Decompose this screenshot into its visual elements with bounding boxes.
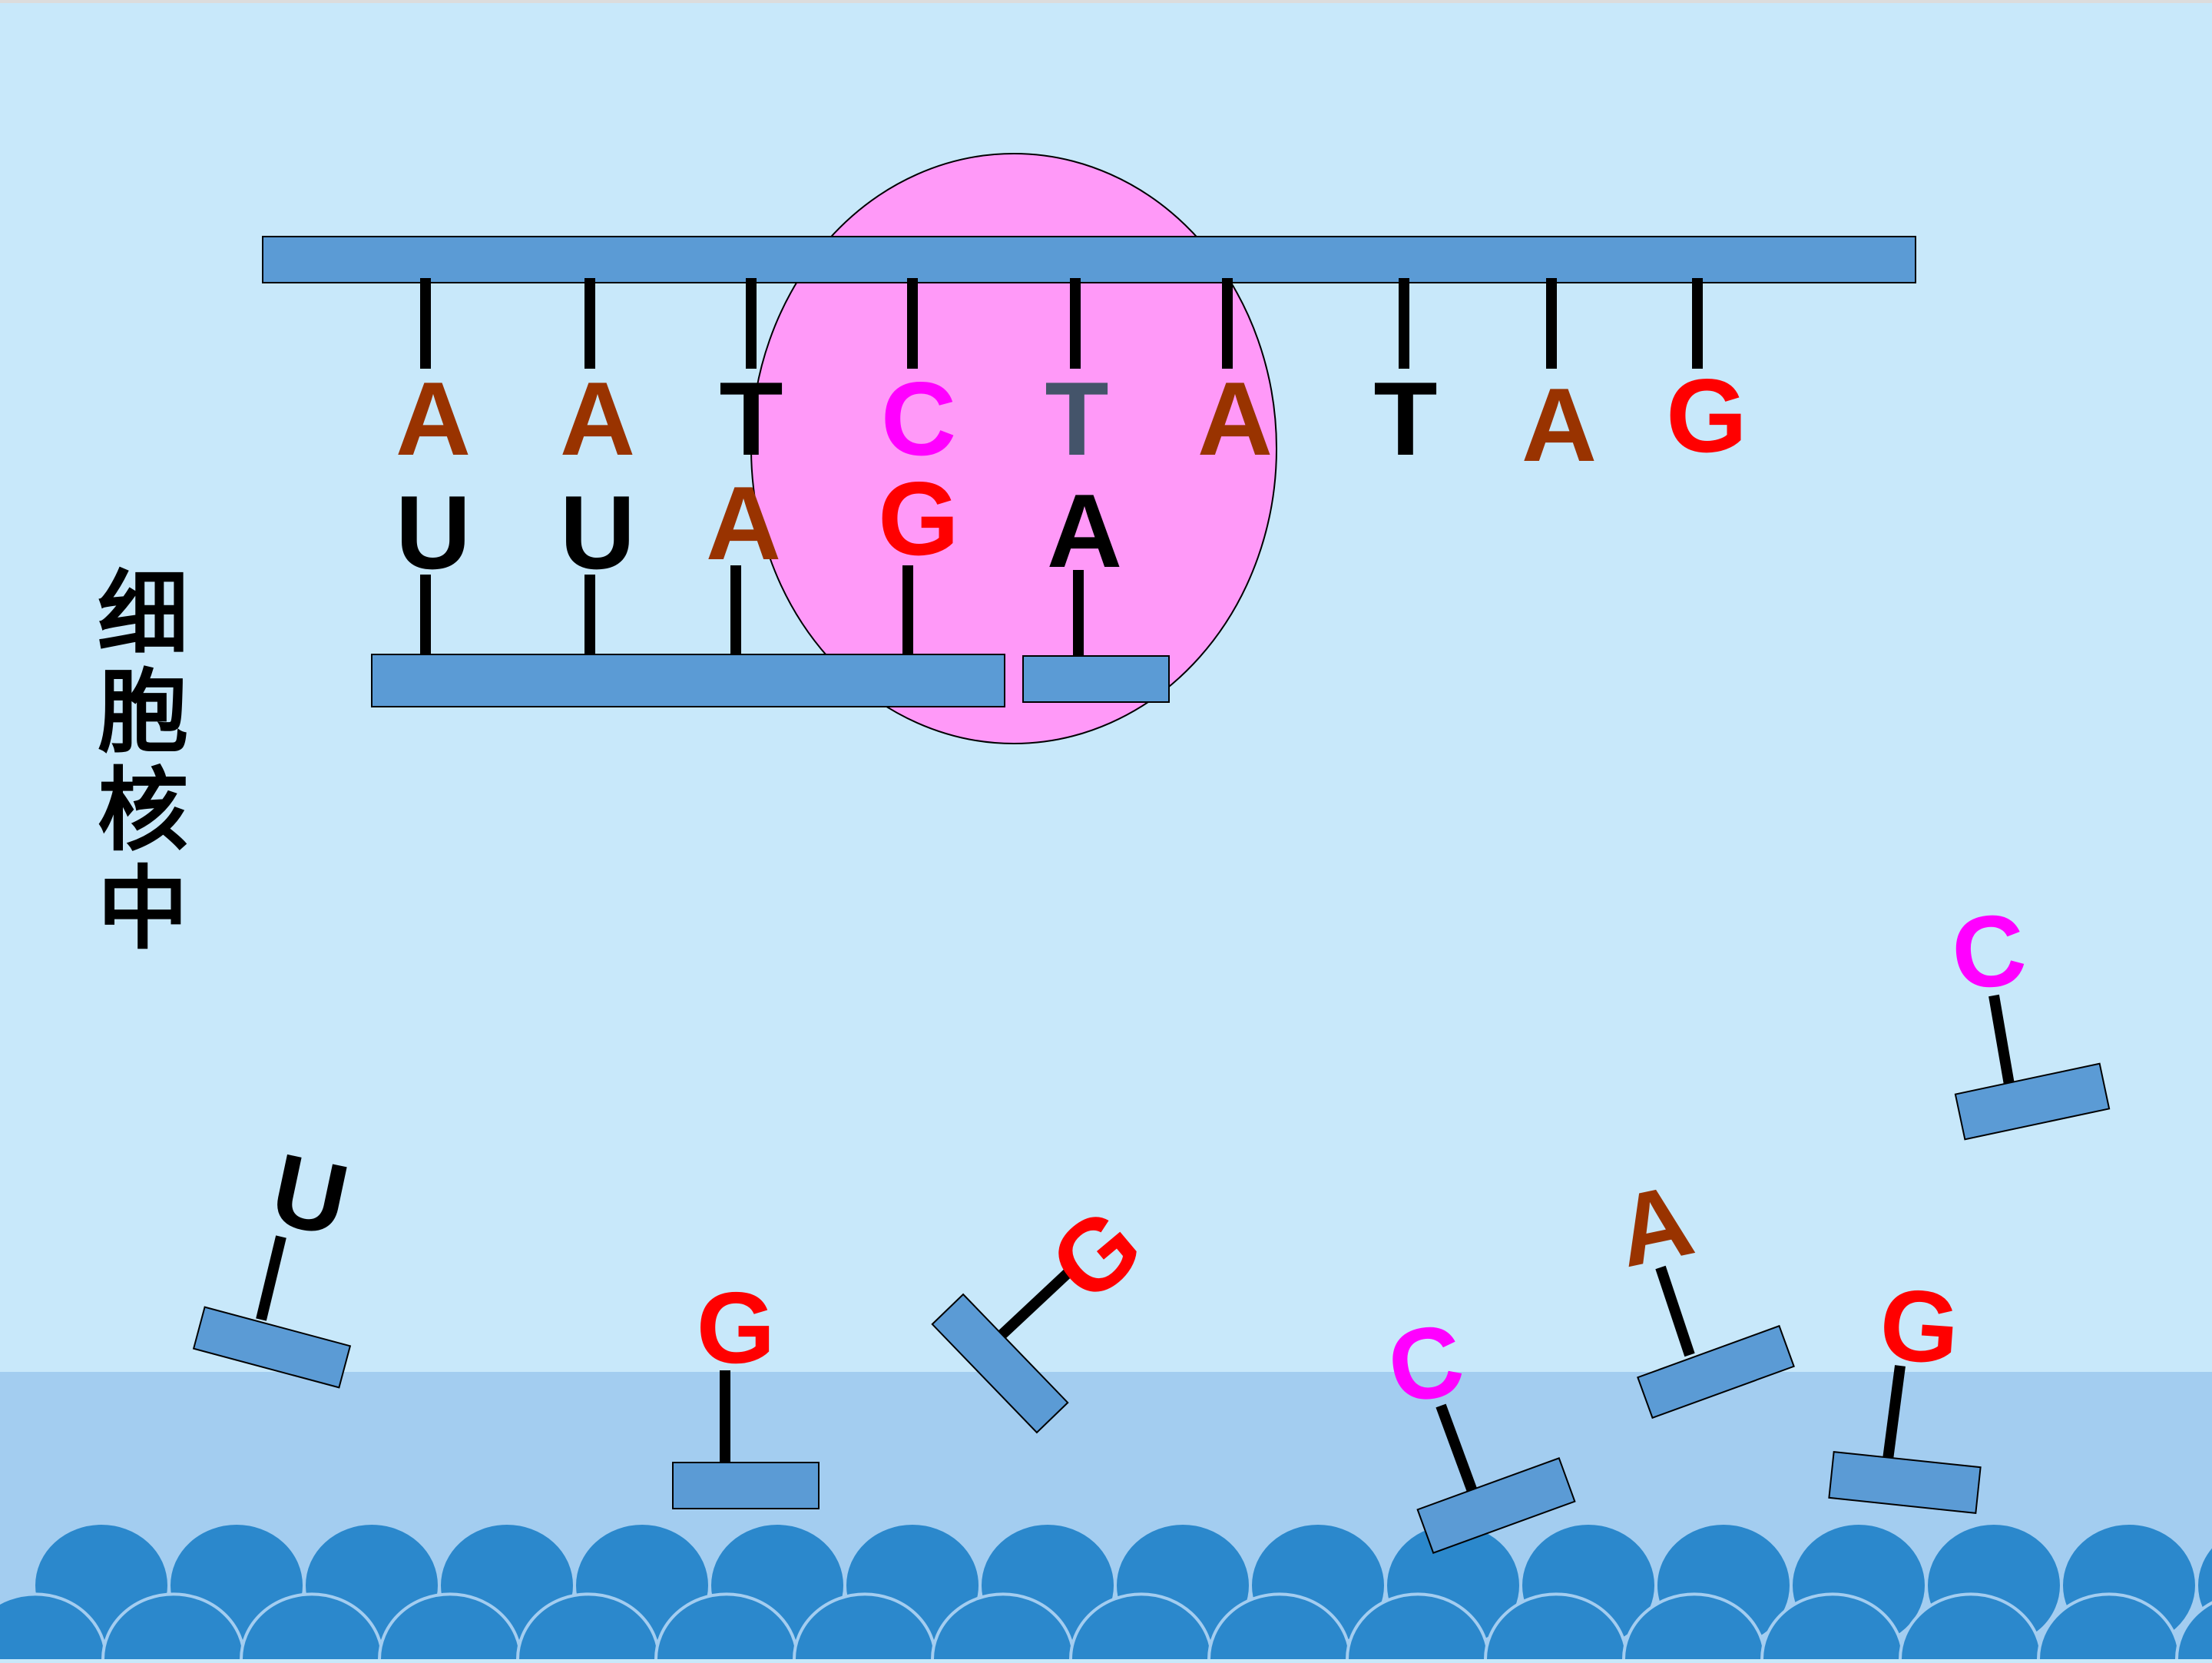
dna-strand-backbone: [262, 236, 1916, 283]
free-nucleotide-stick: [256, 1235, 286, 1321]
template-base: A: [396, 360, 471, 477]
free-nucleotide-backbone: [192, 1306, 352, 1389]
free-nucleotide-stick: [998, 1263, 1078, 1340]
template-base: T: [1045, 360, 1108, 477]
template-sticks: [420, 278, 1703, 369]
rna-base: A: [1047, 472, 1122, 589]
free-nucleotide-backbone: [1828, 1451, 1982, 1514]
free-nucleotide-stick: [1988, 994, 2015, 1086]
free-nucleotide-g-right: G: [1828, 1267, 1982, 1514]
rna-base: U: [560, 474, 635, 591]
free-nucleotide-base: G: [1876, 1267, 1963, 1386]
free-nucleotide-stick: [1655, 1265, 1695, 1357]
free-nucleotide-backbone: [672, 1462, 820, 1509]
free-nucleotide-g: G: [672, 1271, 820, 1509]
free-nucleotide-backbone: [931, 1293, 1069, 1434]
location-label: 细胞核中: [98, 560, 188, 962]
rna-bases: U U A G A: [396, 460, 1122, 591]
template-base: T: [1373, 360, 1437, 477]
template-base: C: [881, 360, 956, 477]
nucleus-ellipse: [750, 153, 1277, 744]
scale-pattern: [0, 1522, 2212, 1663]
free-nucleotide-backbone: [1954, 1062, 2111, 1141]
location-label-text: 细胞核中: [98, 560, 188, 962]
top-border: [0, 0, 2212, 3]
rna-nucleotide-backbone: [1022, 655, 1170, 703]
free-nucleotide-base: C: [1946, 892, 2031, 1012]
free-nucleotide-base: G: [697, 1271, 776, 1384]
free-nucleotide-c-top: C: [1946, 892, 2111, 1141]
template-bases: A A T C T A T A G: [396, 357, 1747, 483]
free-nucleotide-backbone: [1637, 1324, 1795, 1420]
free-nucleotide-backbone: [1416, 1457, 1576, 1554]
rna-strand-backbone: [371, 654, 1005, 707]
rna-base: U: [396, 474, 471, 591]
free-nucleotide-stick: [1435, 1403, 1479, 1496]
template-base: A: [1522, 366, 1597, 483]
template-base: A: [560, 360, 635, 477]
rna-base: A: [706, 465, 781, 581]
free-nucleotide-stick: [1883, 1365, 1906, 1460]
rna-sticks: [420, 565, 1084, 658]
template-base: G: [1666, 357, 1747, 474]
rna-base: G: [878, 460, 959, 577]
template-base: T: [719, 360, 783, 477]
template-base: A: [1197, 360, 1273, 477]
